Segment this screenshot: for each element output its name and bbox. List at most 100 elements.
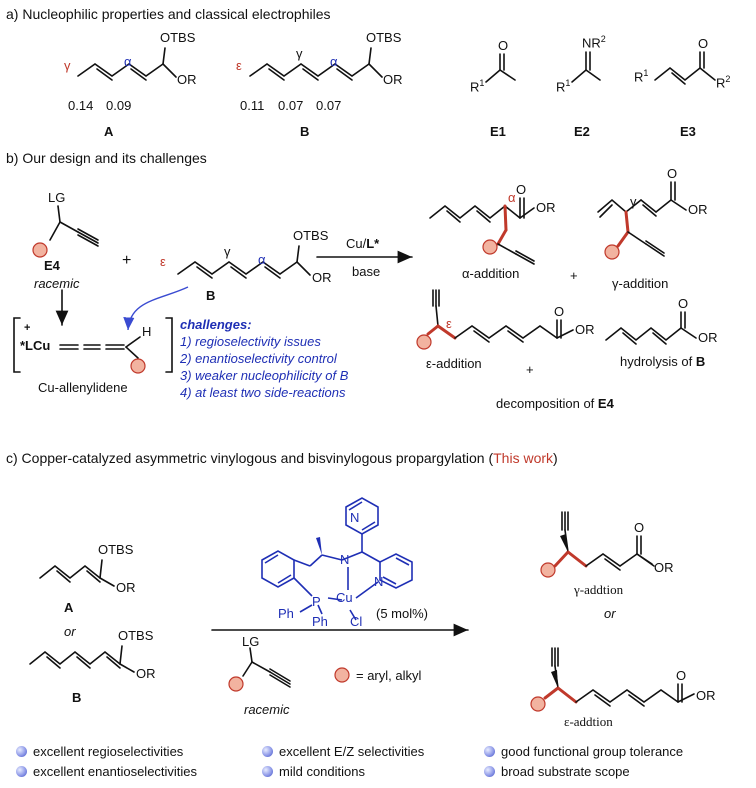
plus-alpha-gamma: + xyxy=(570,268,578,283)
gamma-addtion: γ-addtion xyxy=(574,582,624,597)
reagent-bottom: base xyxy=(352,264,381,279)
ce-or: OR xyxy=(696,688,716,703)
b-or: OR xyxy=(383,72,403,87)
bullet-icon xyxy=(262,746,273,757)
challenges-title: challenges: xyxy=(180,317,252,332)
cu-h: H xyxy=(142,324,152,339)
e1-o: O xyxy=(498,38,509,53)
e1-r1: R1 xyxy=(470,78,485,95)
ap-or: OR xyxy=(536,200,556,215)
lig-cu: Cu xyxy=(336,590,353,605)
lig-ph2: Ph xyxy=(312,614,328,629)
ce-o: O xyxy=(676,668,687,683)
cu-complex: *LCu xyxy=(20,338,51,353)
bullet-icon xyxy=(484,766,495,777)
this-work-highlight: This work xyxy=(493,450,554,466)
section-a-title: a) Nucleophilic properties and classical… xyxy=(6,6,331,22)
gp-or: OR xyxy=(688,202,708,217)
b-alpha: α xyxy=(330,54,338,69)
hp-o: O xyxy=(678,296,689,311)
ap-alpha: α xyxy=(508,190,516,205)
e2-r1: R1 xyxy=(556,78,571,95)
c-a-or: OR xyxy=(116,580,136,595)
challenges-box: challenges: 1) regioselectivity issues 2… xyxy=(180,316,348,401)
eps-addition: ε-addition xyxy=(426,356,482,371)
reagent-top: Cu/L* xyxy=(346,236,380,251)
feature-2: excellent enantioselectivities xyxy=(16,764,197,779)
alpha-addition: α-addition xyxy=(462,266,520,281)
e3-r2: R2 xyxy=(716,74,731,91)
a-val2: 0.09 xyxy=(106,98,132,113)
c-or-word: or xyxy=(64,624,76,639)
lig-n2: N xyxy=(350,510,360,525)
c-racemic: racemic xyxy=(244,702,290,717)
hydrolysis-label: hydrolysis of B xyxy=(620,354,706,369)
b2-or: OR xyxy=(312,270,332,285)
challenge-3: 3) weaker nucleophilicity of B xyxy=(180,368,349,383)
bullet-icon xyxy=(262,766,273,777)
b2-otbs: OTBS xyxy=(293,228,329,243)
feature-1: excellent regioselectivities xyxy=(16,744,183,759)
b2-gamma: γ xyxy=(224,244,231,259)
section-c-text: c) Copper-catalyzed asymmetric vinylogou… xyxy=(6,450,494,466)
a-val1: 0.14 xyxy=(68,98,94,113)
e4-label: E4 xyxy=(44,258,60,273)
c-lg: LG xyxy=(242,634,260,649)
a-otbs: OTBS xyxy=(160,30,196,45)
cg-o: O xyxy=(634,520,645,535)
c-a-otbs: OTBS xyxy=(98,542,134,557)
a-alpha: α xyxy=(124,54,132,69)
plus-b: + xyxy=(122,252,132,269)
b-otbs: OTBS xyxy=(366,30,402,45)
b-val2: 0.07 xyxy=(278,98,304,113)
gamma-addition: γ-addition xyxy=(612,276,669,291)
gp-o: O xyxy=(667,166,678,181)
lig-n1: N xyxy=(340,552,350,567)
a-or: OR xyxy=(177,72,197,87)
ep-eps: ε xyxy=(446,316,452,331)
a-label: A xyxy=(104,124,114,139)
bullet-icon xyxy=(484,746,495,757)
bullet-icon xyxy=(16,766,27,777)
a-gamma: γ xyxy=(64,58,71,73)
hp-or: OR xyxy=(698,330,718,345)
feature-5: good functional group tolerance xyxy=(484,744,683,759)
e3-o: O xyxy=(698,36,709,51)
b-eps: ε xyxy=(236,58,242,73)
e3-label: E3 xyxy=(680,124,696,139)
feature-3: excellent E/Z selectivities xyxy=(262,744,424,759)
plus-eps: + xyxy=(526,362,534,377)
b-val1: 0.11 xyxy=(240,98,265,113)
c-b-label: B xyxy=(72,690,82,705)
bullet-icon xyxy=(16,746,27,757)
catalyst-loading: (5 mol%) xyxy=(376,606,429,621)
e4-racemic: racemic xyxy=(34,276,80,291)
c-b-or: OR xyxy=(136,666,156,681)
b2-label: B xyxy=(206,288,216,303)
b-val3: 0.07 xyxy=(316,98,342,113)
section-c-close: ) xyxy=(553,450,558,466)
ep-o: O xyxy=(554,304,565,319)
e1-label: E1 xyxy=(490,124,506,139)
cu-plus: + xyxy=(24,322,31,334)
c-b-otbs: OTBS xyxy=(118,628,154,643)
b-gamma: γ xyxy=(296,46,303,61)
challenge-4: 4) at least two side-reactions xyxy=(180,385,346,400)
gp-gamma: γ xyxy=(630,194,637,209)
lig-n3: N xyxy=(374,574,384,589)
b2-eps: ε xyxy=(160,254,166,269)
legend-text: = aryl, alkyl xyxy=(356,668,422,683)
e4-lg: LG xyxy=(48,190,66,205)
lig-p: P xyxy=(312,594,321,609)
cu-allenylidene-label: Cu-allenylidene xyxy=(38,380,128,395)
diene-a-chain xyxy=(77,63,164,77)
eps-addtion: ε-addtion xyxy=(564,714,613,729)
section-b-title: b) Our design and its challenges xyxy=(6,150,207,166)
challenge-1: 1) regioselectivity issues xyxy=(180,334,321,349)
cg-or: OR xyxy=(654,560,674,575)
c-a-label: A xyxy=(64,600,74,615)
ap-o: O xyxy=(516,182,527,197)
feature-4: mild conditions xyxy=(262,764,365,779)
ep-or: OR xyxy=(575,322,595,337)
